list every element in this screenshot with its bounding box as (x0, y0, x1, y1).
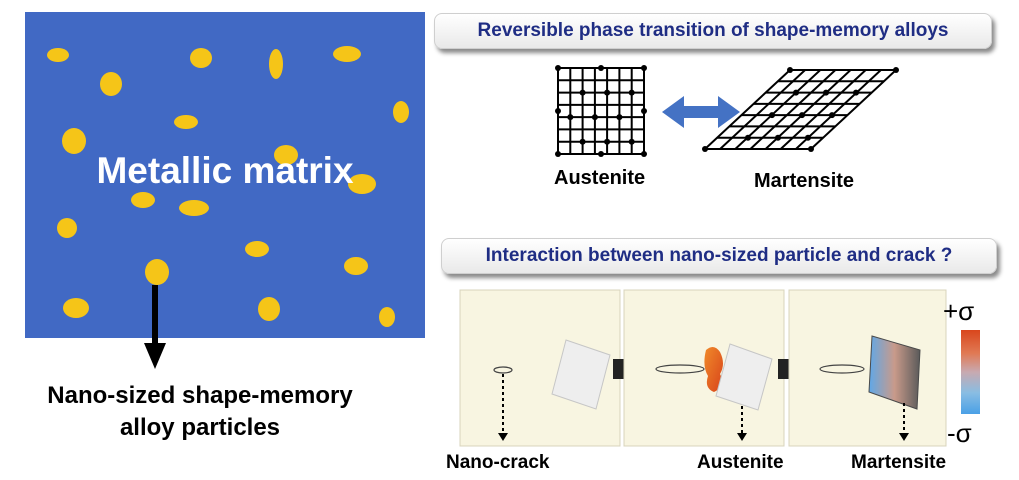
particle (100, 72, 122, 96)
phase-lattice-diagram (555, 65, 899, 157)
crack-3 (819, 364, 865, 374)
sigma-minus-label: -σ (947, 418, 972, 448)
interaction-banner: Interaction between nano-sized particle … (441, 238, 997, 274)
particle (274, 145, 298, 165)
particles-caption-line1: Nano-sized shape-memory (47, 382, 353, 409)
phase-arrow (662, 96, 740, 128)
particles-caption-line2: alloy particles (119, 414, 281, 441)
particles-caption: Nano-sized shape-memory alloy particles (10, 380, 390, 444)
particle-pointer-arrow (144, 285, 166, 369)
particle (379, 307, 395, 327)
particle (145, 259, 169, 285)
particle (245, 241, 269, 257)
simulation-panels (458, 288, 948, 448)
particle (57, 218, 77, 238)
austenite-zone (704, 346, 723, 392)
phase-transition-title: Reversible phase transition of shape-mem… (477, 20, 949, 41)
particle-2 (715, 343, 773, 411)
phase-transition-banner: Reversible phase transition of shape-mem… (434, 13, 992, 49)
particle (190, 48, 212, 68)
particle (174, 115, 198, 129)
simulation-drawing (459, 289, 947, 447)
interaction-title: Interaction between nano-sized particle … (485, 245, 953, 266)
particle (63, 298, 89, 318)
particle (393, 101, 409, 123)
stress-colorbar (961, 330, 980, 414)
crack-1 (493, 366, 513, 374)
particle (344, 257, 368, 275)
austenite-bottom-label: Austenite (697, 452, 784, 473)
particle (179, 200, 209, 216)
particle (62, 128, 86, 154)
sigma-plus-label: +σ (943, 296, 975, 326)
particle (269, 49, 283, 79)
particle (333, 46, 361, 62)
metallic-matrix-panel: Metallic matrix (25, 12, 425, 338)
martensite-bottom-label: Martensite (851, 452, 947, 473)
particle (131, 192, 155, 208)
particles-layer (47, 46, 409, 327)
martensite-nodes (702, 67, 899, 152)
austenite-nodes (555, 65, 647, 157)
martensite-lattice (704, 69, 897, 150)
particle-3-martensite (868, 335, 921, 410)
particle-1 (551, 339, 611, 410)
martensite-label: Martensite (754, 170, 855, 192)
panel-3 (788, 289, 947, 447)
nano-crack-label: Nano-crack (446, 452, 550, 473)
austenite-label: Austenite (554, 167, 646, 189)
particle (258, 297, 280, 321)
particle (348, 174, 376, 194)
crack-2 (655, 364, 705, 374)
matrix-label: Metallic matrix (96, 150, 354, 191)
particle (47, 48, 69, 62)
